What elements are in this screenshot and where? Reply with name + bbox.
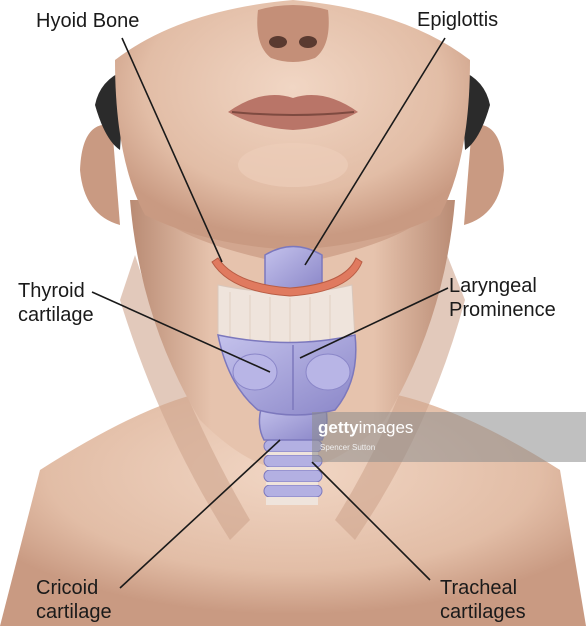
thyroid-label-line-1: Thyroid xyxy=(18,279,94,303)
thyroid-cartilage-label: Thyroid cartilage xyxy=(18,279,94,327)
hyoid-bone-label-line: Hyoid Bone xyxy=(36,9,139,33)
watermark-logo-bold: getty xyxy=(318,418,359,437)
laryngeal-label-line-2: Prominence xyxy=(449,298,556,322)
cricoid-label-line-2: cartilage xyxy=(36,600,112,624)
tracheal-cartilages-label: Tracheal cartilages xyxy=(440,576,526,624)
nose xyxy=(257,5,329,62)
laryngeal-prominence-label: Laryngeal Prominence xyxy=(449,274,556,322)
watermark-credit: Spencer Sutton xyxy=(320,443,375,452)
epiglottis-label-line: Epiglottis xyxy=(417,8,498,32)
watermark-logo: gettyimages xyxy=(318,418,413,438)
cricoid-label-line-1: Cricoid xyxy=(36,576,112,600)
tracheal-label-line-1: Tracheal xyxy=(440,576,526,600)
thyroid-label-line-2: cartilage xyxy=(18,303,94,327)
watermark-logo-rest: images xyxy=(359,418,414,437)
watermark-banner: gettyimages Spencer Sutton xyxy=(312,412,586,462)
tracheal-label-line-2: cartilages xyxy=(440,600,526,624)
epiglottis-label: Epiglottis xyxy=(417,8,498,32)
hyoid-bone-label: Hyoid Bone xyxy=(36,9,139,33)
laryngeal-label-line-1: Laryngeal xyxy=(449,274,556,298)
cricoid-cartilage-label: Cricoid cartilage xyxy=(36,576,112,624)
